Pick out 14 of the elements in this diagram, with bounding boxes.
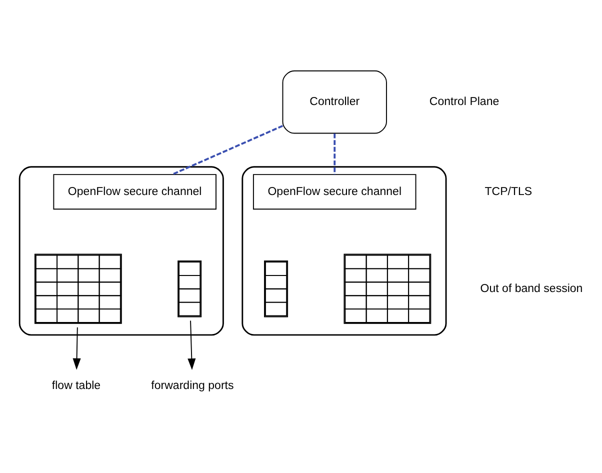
node-text: forwarding ports bbox=[151, 379, 234, 392]
node-box: Controller bbox=[282, 70, 387, 134]
label: Control Plane bbox=[429, 96, 500, 108]
node-box: OpenFlow secure channel bbox=[53, 174, 216, 210]
node-box: OpenFlow secure channel bbox=[252, 174, 416, 210]
cluster bbox=[18, 166, 224, 336]
arrow bbox=[72, 326, 81, 370]
node-text: flow table bbox=[52, 379, 101, 392]
label: TCP/TLS bbox=[484, 185, 532, 198]
connector bbox=[334, 133, 336, 174]
arrow bbox=[188, 320, 196, 370]
label: Out of band session bbox=[480, 282, 583, 294]
cluster bbox=[242, 166, 447, 336]
connector bbox=[172, 124, 284, 175]
